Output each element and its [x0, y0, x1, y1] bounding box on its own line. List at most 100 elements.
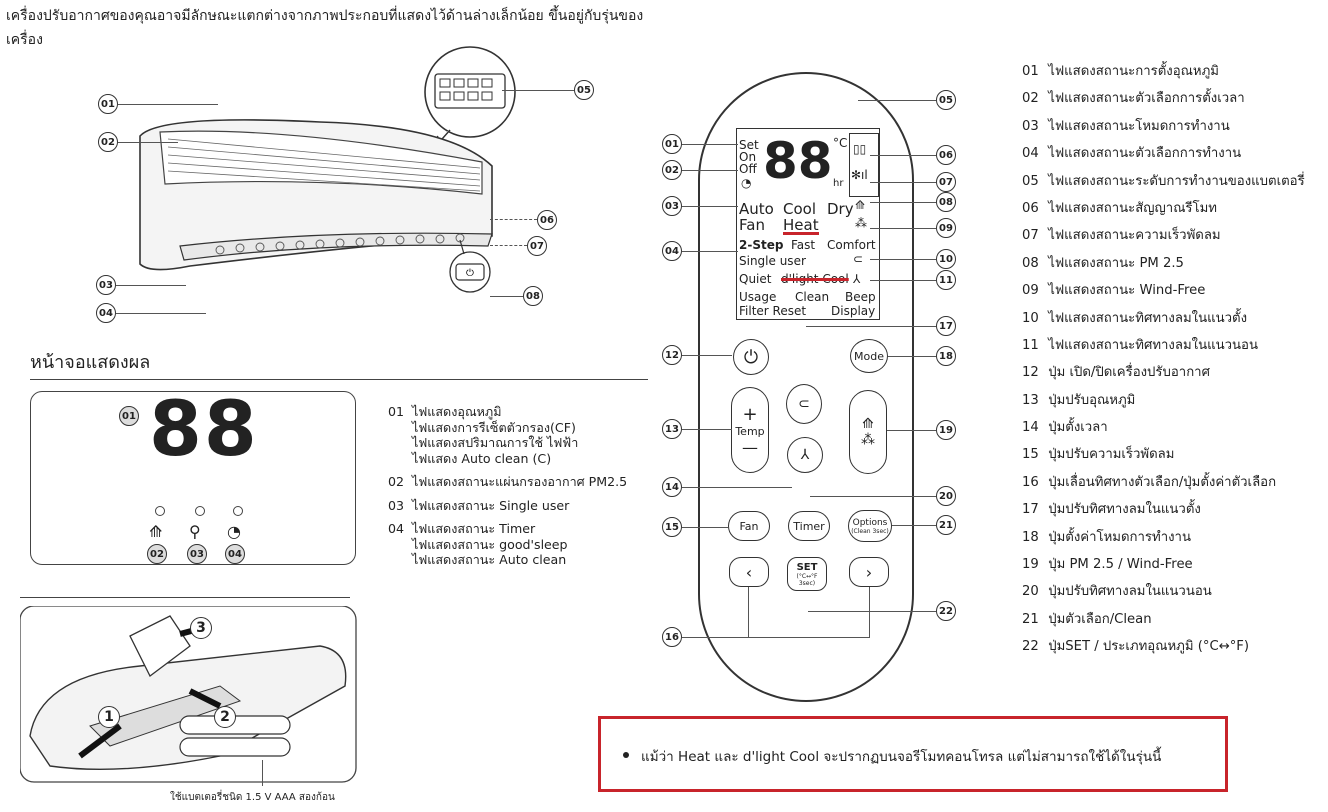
- note-bullet: [623, 752, 629, 758]
- legend-item: 08 ไฟแสดงสถานะ PM 2.5: [1022, 255, 1184, 271]
- remote-callout-02: 02: [662, 160, 682, 180]
- legend-item: 10 ไฟแสดงสถานะทิศทางลมในแนวตั้ง: [1022, 310, 1248, 326]
- legend-item: 01 ไฟแสดงสถานะการตั้งอุณหภูมิ: [1022, 64, 1219, 79]
- legend-item: 06 ไฟแสดงสถานะสัญญาณรีโมท: [1022, 200, 1217, 216]
- display-callout-01: 01: [119, 406, 139, 426]
- battery-icon: ▯▯: [853, 142, 867, 156]
- remote-control-body: [698, 72, 914, 702]
- legend-item: 14 ปุ่มตั้งเวลา: [1022, 420, 1108, 436]
- display-item-02: 02 ไฟแสดงสถานะแผ่นกรองอากาศ PM2.5: [388, 474, 628, 489]
- unit-callout-02: 02: [98, 132, 118, 152]
- battery-step-1: 1: [98, 706, 120, 728]
- note-text: แม้ว่า Heat และ d'light Cool จะปรากฏบนจอ…: [641, 749, 1162, 765]
- indicator-dot-timer: [233, 506, 243, 516]
- remote-callout-21: 21: [936, 515, 956, 535]
- unit-callout-08: 08: [523, 286, 543, 306]
- right-arrow-button[interactable]: ›: [849, 557, 889, 587]
- unit-callout-04: 04: [96, 303, 116, 323]
- battery-caption: ใช้แบตเตอรี่ชนิด 1.5 V AAA สองก้อน: [170, 792, 335, 803]
- display-item-01: 01 ไฟแสดงอุณหภูมิ ไฟแสดงการรีเซ็ตตัวกรอง…: [388, 404, 579, 466]
- remote-callout-09: 09: [936, 218, 956, 238]
- legend-item: 22 ปุ่มSET / ประเภทอุณหภูมิ (°C↔°F): [1022, 639, 1250, 655]
- pm25-windfree-button[interactable]: ⟰ ⁂: [849, 390, 887, 474]
- display-callout-02: 02: [147, 544, 167, 564]
- unit-callout-06: 06: [537, 210, 557, 230]
- legend-item: 18 ปุ่มตั้งค่าโหมดการทำงาน: [1022, 529, 1191, 545]
- legend-item: 13 ปุ่มปรับอุณหภูมิ: [1022, 392, 1136, 408]
- temp-button[interactable]: + Temp —: [731, 387, 769, 473]
- vertical-swing-button[interactable]: ⊂: [786, 384, 822, 424]
- display-description-list: 01 ไฟแสดงอุณหภูมิ ไฟแสดงการรีเซ็ตตัวกรอง…: [388, 404, 658, 576]
- indoor-unit-illustration: ⏻: [139, 46, 516, 293]
- power-button[interactable]: ⏻: [733, 339, 769, 375]
- legend-item: 15 ปุ่มปรับความเร็วพัดลม: [1022, 447, 1175, 463]
- battery-step-2: 2: [214, 706, 236, 728]
- remote-callout-13: 13: [662, 419, 682, 439]
- display-digits: 88: [149, 384, 259, 473]
- remote-callout-12: 12: [662, 345, 682, 365]
- battery-step-3: 3: [190, 617, 212, 639]
- single-user-icon: ⚲: [189, 522, 201, 541]
- unit-callout-05: 05: [574, 80, 594, 100]
- svg-text:⏻: ⏻: [466, 268, 474, 279]
- unit-callout-03: 03: [96, 275, 116, 295]
- fan-button[interactable]: Fan: [728, 511, 770, 541]
- remote-callout-14: 14: [662, 477, 682, 497]
- remote-callout-06: 06: [936, 145, 956, 165]
- set-button[interactable]: SET (°C↔°F 3sec): [787, 557, 827, 591]
- windfree-icon-btn: ⁂: [861, 432, 875, 448]
- display-callout-04: 04: [225, 544, 245, 564]
- left-arrow-button[interactable]: ‹: [729, 557, 769, 587]
- remote-callout-18: 18: [936, 346, 956, 366]
- pm25-icon: ⟰: [149, 522, 163, 541]
- remote-screen: Set On Off ◔ 88 °C hr ▯▯ ✻ıl Auto Cool D…: [736, 128, 880, 320]
- note-box: แม้ว่า Heat และ d'light Cool จะปรากฏบนจอ…: [598, 716, 1228, 792]
- display-item-04: 04 ไฟแสดงสถานะ Timer ไฟแสดงสถานะ good'sl…: [388, 521, 568, 567]
- horizontal-swing-button[interactable]: ⅄: [787, 437, 823, 473]
- timer-button[interactable]: Timer: [788, 511, 830, 541]
- indicator-dot-pm25: [155, 506, 165, 516]
- remote-callout-07: 07: [936, 172, 956, 192]
- options-button[interactable]: Options (Clean 3sec): [848, 510, 892, 542]
- legend-item: 17 ปุ่มปรับทิศทางลมในแนวตั้ง: [1022, 502, 1201, 518]
- indicator-dot-single-user: [195, 506, 205, 516]
- legend-item: 21 ปุ่มตัวเลือก/Clean: [1022, 611, 1152, 627]
- legend-item: 09 ไฟแสดงสถานะ Wind-Free: [1022, 283, 1206, 299]
- legend-item: 12 ปุ่ม เปิด/ปิดเครื่องปรับอากาศ: [1022, 365, 1210, 381]
- legend-item: 19 ปุ่ม PM 2.5 / Wind-Free: [1022, 557, 1193, 573]
- pm25-icon-small: ⟰: [855, 198, 866, 212]
- legend-item: 05 ไฟแสดงสถานะระดับการทำงานของแบตเตอรี่: [1022, 173, 1305, 189]
- legend-item: 07 ไฟแสดงสถานะความเร็วพัดลม: [1022, 228, 1221, 244]
- timer-icon-small: ◔: [741, 176, 752, 190]
- legend-item: 03 ไฟแสดงสถานะโหมดการทำงาน: [1022, 118, 1230, 134]
- horizontal-swing-icon: ⅄: [853, 272, 861, 286]
- unit-callout-07: 07: [527, 236, 547, 256]
- remote-callout-17: 17: [936, 316, 956, 336]
- legend-item: 02 ไฟแสดงสถานะตัวเลือกการตั้งเวลา: [1022, 91, 1245, 107]
- remote-callout-20: 20: [936, 486, 956, 506]
- windfree-icon: ⁂: [855, 216, 867, 230]
- mode-button[interactable]: Mode: [850, 339, 888, 373]
- legend-item: 16 ปุ่มเลื่อนทิศทางตัวเลือก/ปุ่มตั้งค่าต…: [1022, 474, 1277, 490]
- vertical-swing-icon: ⊂: [853, 252, 864, 266]
- remote-callout-22: 22: [936, 601, 956, 621]
- remote-callout-10: 10: [936, 249, 956, 269]
- remote-callout-15: 15: [662, 517, 682, 537]
- remote-callout-04: 04: [662, 241, 682, 261]
- remote-legend-list: 01 ไฟแสดงสถานะการตั้งอุณหภูมิ 02 ไฟแสดงส…: [1022, 62, 1322, 665]
- remote-callout-08: 08: [936, 192, 956, 212]
- display-callout-03: 03: [187, 544, 207, 564]
- remote-callout-11: 11: [936, 270, 956, 290]
- timer-icon: ◔: [227, 522, 241, 541]
- intro-text: เครื่องปรับอากาศของคุณอาจมีลักษณะแตกต่าง…: [6, 8, 644, 48]
- remote-callout-16: 16: [662, 627, 682, 647]
- pm25-icon-btn: ⟰: [862, 416, 874, 432]
- remote-callout-05: 05: [936, 90, 956, 110]
- unit-callout-01: 01: [98, 94, 118, 114]
- fan-speed-icon: ✻ıl: [851, 168, 868, 182]
- remote-callout-03: 03: [662, 196, 682, 216]
- legend-item: 20 ปุ่มปรับทิศทางลมในแนวนอน: [1022, 584, 1212, 600]
- legend-item: 04 ไฟแสดงสถานะตัวเลือกการทำงาน: [1022, 146, 1242, 162]
- battery-illustration: [20, 606, 357, 783]
- display-panel: 01 88 ⟰ ⚲ ◔ 02 03 04: [30, 384, 356, 565]
